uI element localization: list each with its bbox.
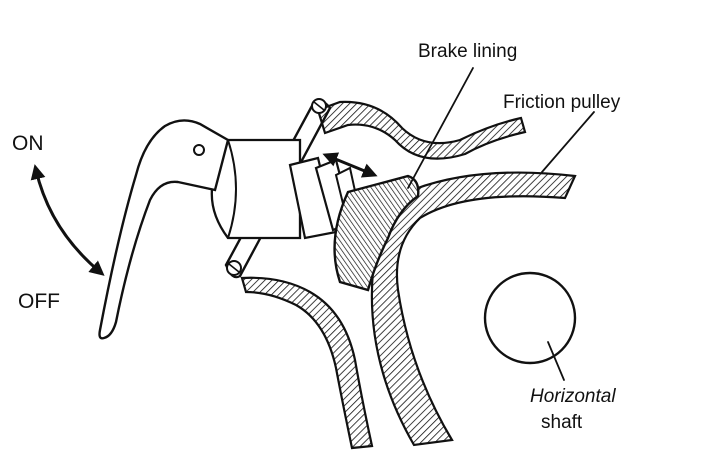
horizontal-label: Horizontal (530, 386, 616, 407)
bolt-top (311, 98, 327, 114)
brake-lining-leader (407, 67, 474, 189)
travel-arrow (322, 152, 378, 178)
lower-housing (240, 276, 374, 450)
brake-shoe (333, 174, 420, 292)
horizontal-shaft-leader (547, 341, 565, 381)
brake-lining-label: Brake lining (418, 41, 517, 62)
friction-pulley-leader (541, 111, 595, 173)
bolt-bottom (226, 260, 242, 276)
on-label: ON (12, 132, 44, 155)
friction-pulley (370, 171, 577, 447)
upper-housing (316, 100, 527, 160)
friction-pulley-label: Friction pulley (503, 92, 621, 113)
on-off-arrow (30, 164, 105, 276)
horizontal-shaft (483, 271, 577, 365)
shaft-label: shaft (541, 412, 583, 433)
lever-handle (98, 119, 230, 340)
off-label: OFF (18, 290, 60, 313)
